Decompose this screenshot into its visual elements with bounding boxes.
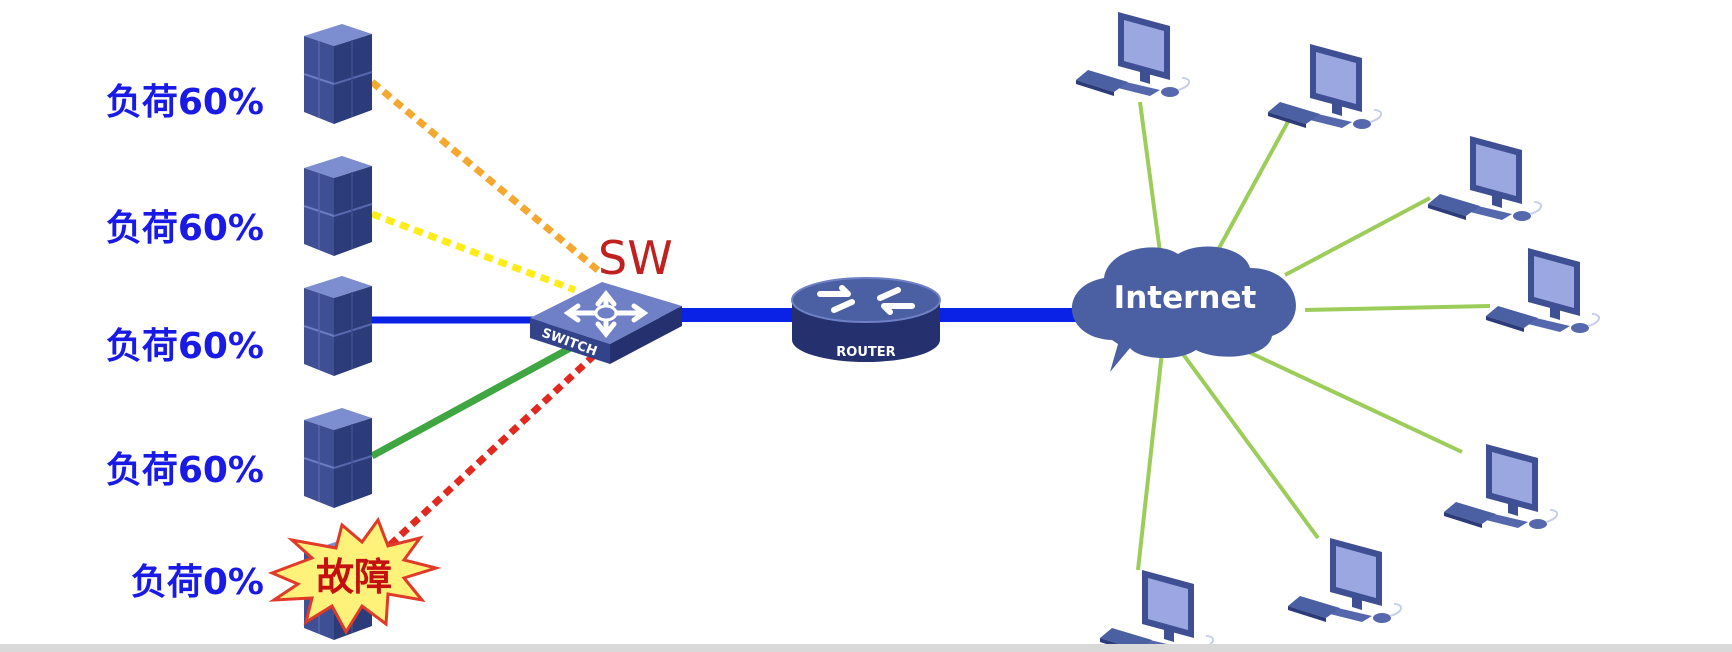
server-1-load: 负荷60% bbox=[106, 82, 264, 123]
client-pc-4-icon bbox=[1485, 247, 1601, 334]
server-4-load: 负荷60% bbox=[106, 450, 264, 491]
switch-icon: SWITCH bbox=[530, 282, 682, 364]
fault-burst: 故障 bbox=[267, 516, 442, 636]
link-server-4 bbox=[370, 336, 587, 460]
server-5-load: 负荷0% bbox=[131, 562, 264, 603]
switch-name: SW bbox=[598, 231, 673, 285]
client-pc-2-icon bbox=[1267, 43, 1383, 130]
link-server-5 bbox=[387, 345, 605, 548]
client-links bbox=[1136, 101, 1491, 571]
bottom-bar bbox=[0, 644, 1732, 652]
client-pc-1-icon bbox=[1075, 11, 1191, 98]
link-server-2 bbox=[370, 210, 577, 294]
client-pc-6-icon bbox=[1287, 537, 1403, 624]
link-server-1 bbox=[369, 79, 603, 275]
server-2-icon bbox=[303, 155, 373, 257]
server-3-icon bbox=[303, 275, 373, 377]
client-pc-5-icon bbox=[1443, 443, 1559, 530]
server-2-load: 负荷60% bbox=[106, 208, 264, 249]
client-pc-3-icon bbox=[1427, 135, 1543, 222]
internet-cloud-icon: Internet bbox=[1071, 246, 1296, 372]
router-device-text: ROUTER bbox=[836, 345, 895, 360]
fault-label: 故障 bbox=[316, 555, 392, 599]
internet-label: Internet bbox=[1114, 280, 1257, 316]
router-icon: ROUTER bbox=[791, 277, 941, 362]
server-4-icon bbox=[303, 407, 373, 509]
server-3-load: 负荷60% bbox=[106, 326, 264, 367]
server-1-icon bbox=[303, 23, 373, 125]
client-pc-7-icon bbox=[1099, 569, 1215, 644]
